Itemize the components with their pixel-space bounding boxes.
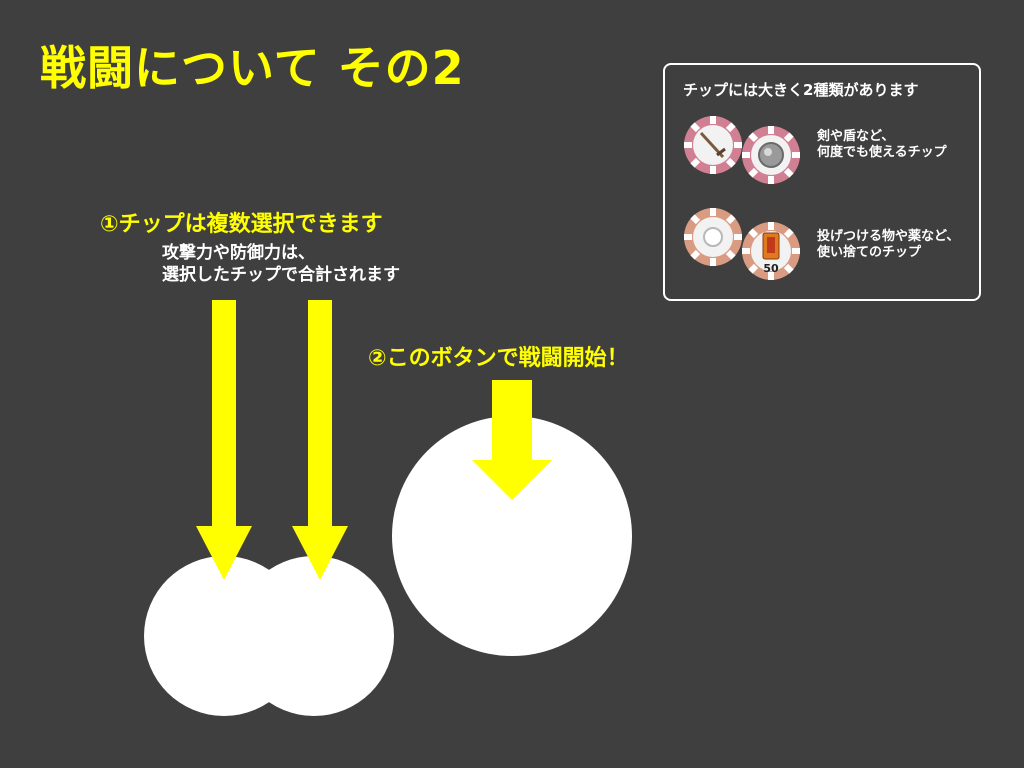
chip-count: 50 (763, 262, 779, 275)
sword-chip-icon (684, 116, 742, 174)
consumable-chip-description: 投げつける物や薬など、 使い捨てのチップ (817, 229, 959, 261)
reusable-desc-line2: 何度でも使えるチップ (817, 145, 947, 160)
panel-title: チップには大きく2種類があります (683, 81, 919, 99)
step2-label: ②このボタンで戦闘開始！ (368, 346, 629, 371)
reusable-chip-description: 剣や盾など、 何度でも使えるチップ (817, 129, 947, 161)
step1-note: 攻撃力や防御力は、 選択したチップで合計されます (162, 242, 400, 286)
chip-slot-right[interactable] (234, 556, 394, 716)
arrow-down-icon (292, 300, 348, 580)
stone-chip-icon (684, 208, 742, 266)
step1-note-line1: 攻撃力や防御力は、 (162, 243, 315, 263)
consumable-desc-line2: 使い捨てのチップ (817, 245, 922, 260)
step1-note-line2: 選択したチップで合計されます (162, 265, 400, 285)
reusable-desc-line1: 剣や盾など、 (817, 129, 895, 144)
page-title: 戦闘について その2 (40, 41, 465, 95)
step1-label: ①チップは複数選択できます (100, 212, 383, 237)
arrow-down-icon (196, 300, 252, 580)
arrow-down-icon (472, 380, 552, 500)
shield-chip-icon (742, 126, 800, 184)
chip-info-panel: チップには大きく2種類があります 剣や盾など、 何度でも使えるチップ (663, 63, 981, 301)
medicine-chip-icon: 50 (742, 222, 800, 280)
consumable-desc-line1: 投げつける物や薬など、 (817, 229, 960, 244)
